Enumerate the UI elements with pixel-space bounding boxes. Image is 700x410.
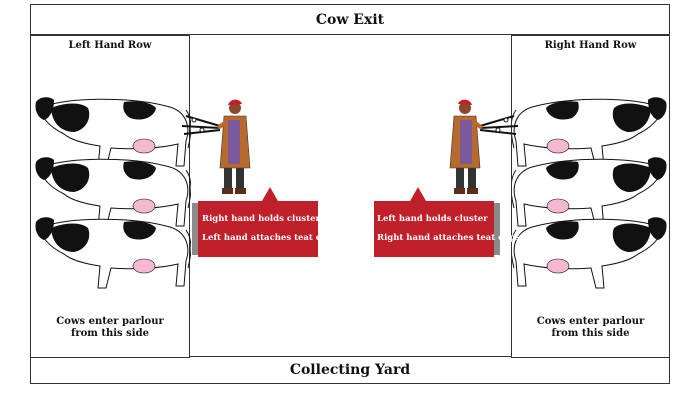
right-row-title: Right Hand Row [544,40,637,51]
left-cows-illustration [34,96,191,289]
right-callout-line2: Right hand attaches teat cups [377,233,521,243]
right-callout: Left hand holds cluster Right hand attac… [370,187,520,259]
left-cow-1 [34,96,191,169]
cow-exit-label: Cow Exit [30,4,670,35]
left-callout-line2: Left hand attaches teat cups [202,233,338,243]
right-callout-line1: Left hand holds cluster [377,214,488,224]
right-cow-1 [512,96,668,169]
right-operator-icon [449,99,518,194]
left-callout-shape [192,187,318,257]
right-row-note: Cows enter parlour from this side [536,316,645,339]
left-row-note: Cows enter parlour from this side [56,316,164,339]
left-cow-3 [34,216,191,289]
left-hand-row: Left Hand Row Cows enter parlour from th… [30,35,191,358]
left-callout-line1: Right hand holds cluster [202,214,321,224]
left-operator-icon [182,99,251,194]
right-cow-2 [512,156,668,229]
right-cows-illustration [512,96,668,289]
left-callout: Right hand holds cluster Left hand attac… [192,187,338,259]
right-callout-shape [374,187,500,257]
left-cow-2 [34,156,191,229]
collecting-yard-label: Collecting Yard [30,356,670,384]
right-cow-3 [512,216,668,289]
left-row-title: Left Hand Row [68,40,152,51]
right-hand-row: Right Hand Row Cows enter parlour from t… [511,35,670,358]
